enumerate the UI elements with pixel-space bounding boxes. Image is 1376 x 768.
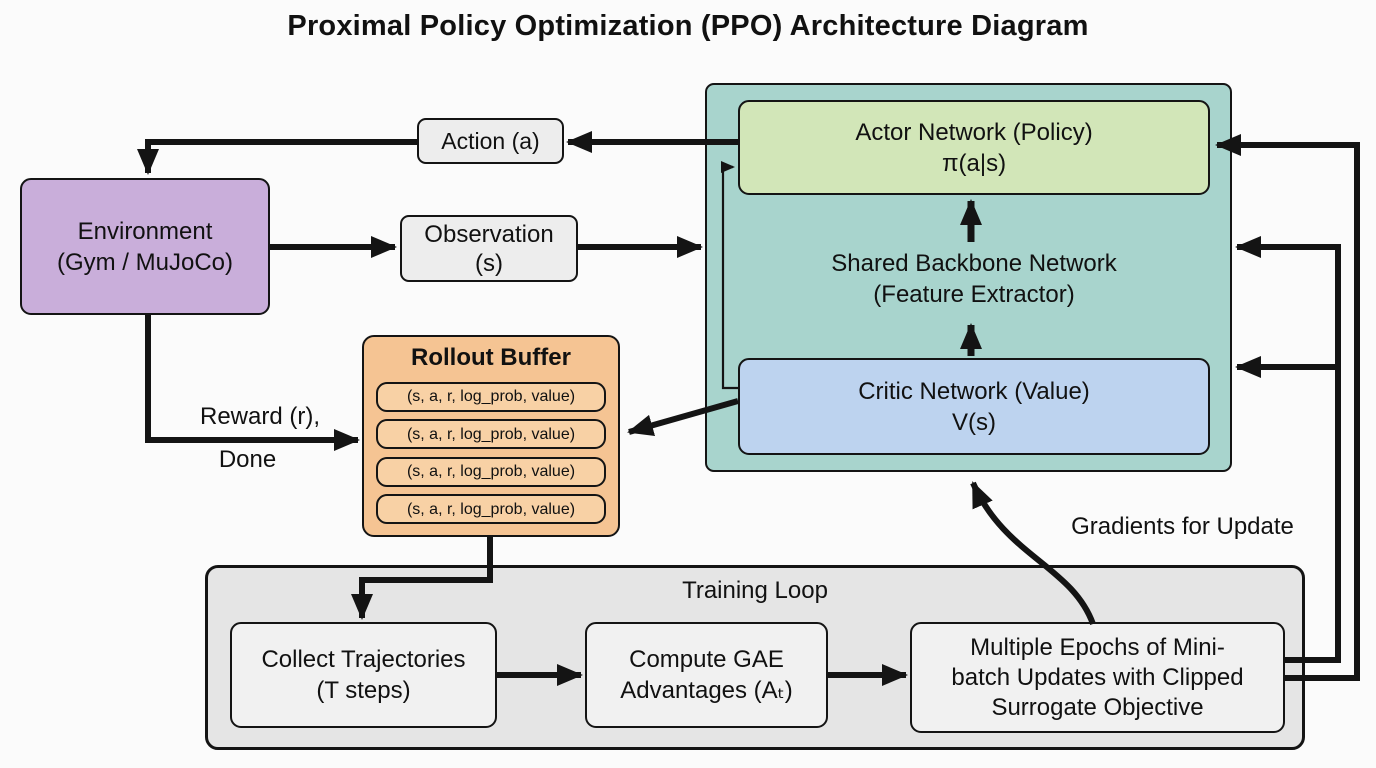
environment-label-line1: Environment	[77, 217, 213, 245]
environment-label-line2: (Gym / MuJoCo)	[56, 248, 233, 276]
gradients-label: Gradients for Update	[1071, 513, 1294, 540]
compute-gae-node: Compute GAE Advantages (Aₜ)	[585, 622, 828, 728]
critic-label-line2: V(s)	[952, 408, 996, 436]
buffer-slot: (s, a, r, log_prob, value)	[376, 381, 606, 412]
action-node: Action (a)	[417, 118, 564, 164]
environment-node: Environment (Gym / MuJoCo)	[20, 178, 270, 315]
action-label: Action (a)	[441, 127, 540, 154]
epochs-update-node: Multiple Epochs of Mini- batch Updates w…	[910, 622, 1285, 733]
epochs-label-line2: batch Updates with Clipped	[951, 663, 1244, 691]
observation-label-line1: Observation	[424, 220, 554, 248]
done-label: Done	[218, 446, 277, 473]
collect-trajectories-node: Collect Trajectories (T steps)	[230, 622, 497, 728]
backbone-label: Shared Backbone Network (Feature Extract…	[738, 248, 1210, 310]
buffer-slot: (s, a, r, log_prob, value)	[376, 456, 606, 487]
edge-action-to-environment	[137, 139, 417, 175]
observation-label-line2: (s)	[475, 249, 503, 277]
epochs-label-line1: Multiple Epochs of Mini-	[970, 633, 1225, 661]
reward-label: Reward (r),	[199, 403, 320, 430]
gae-label-line1: Compute GAE	[629, 646, 784, 673]
actor-label-line2: π(a|s)	[941, 149, 1007, 177]
rollout-buffer-node: Rollout Buffer (s, a, r, log_prob, value…	[362, 335, 620, 537]
backbone-label-line2: (Feature Extractor)	[873, 281, 1075, 308]
buffer-slot: (s, a, r, log_prob, value)	[376, 419, 606, 449]
critic-network-node: Critic Network (Value) V(s)	[738, 358, 1210, 455]
collect-label-line1: Collect Trajectories	[261, 646, 466, 673]
collect-label-line2: (T steps)	[316, 677, 411, 704]
buffer-slot: (s, a, r, log_prob, value)	[376, 494, 606, 524]
actor-network-node: Actor Network (Policy) π(a|s)	[738, 100, 1210, 195]
training-loop-title: Training Loop	[682, 577, 828, 604]
critic-label-line1: Critic Network (Value)	[858, 377, 1090, 405]
epochs-label-line3: Surrogate Objective	[991, 693, 1204, 721]
rollout-buffer-title: Rollout Buffer	[411, 344, 571, 371]
actor-label-line1: Actor Network (Policy)	[855, 118, 1093, 146]
backbone-label-line1: Shared Backbone Network	[831, 250, 1117, 277]
observation-node: Observation (s)	[400, 215, 578, 282]
page-title: Proximal Policy Optimization (PPO) Archi…	[287, 10, 1089, 42]
gae-label-line2: Advantages (Aₜ)	[620, 677, 793, 704]
